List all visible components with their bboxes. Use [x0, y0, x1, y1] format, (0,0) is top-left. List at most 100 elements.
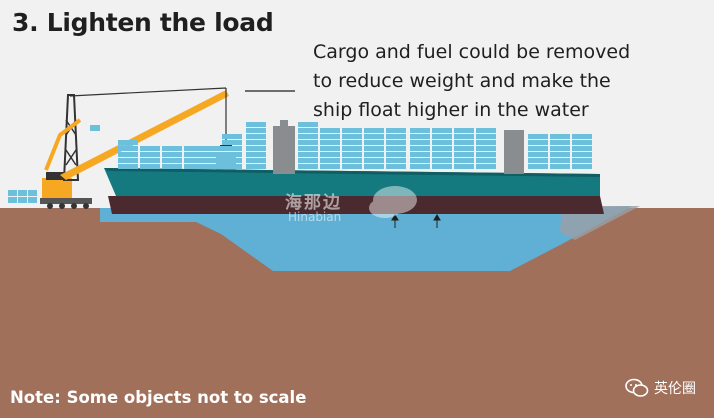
- deck-container: [572, 164, 592, 169]
- deck-container: [118, 164, 138, 169]
- deck-container: [342, 140, 362, 145]
- deck-container: [184, 152, 204, 157]
- deck-container: [386, 164, 406, 169]
- deck-container: [476, 134, 496, 139]
- deck-container: [528, 146, 548, 151]
- deck-container: [364, 146, 384, 151]
- deck-container: [432, 146, 452, 151]
- deck-container: [410, 128, 430, 133]
- deck-container: [386, 146, 406, 151]
- deck-container: [386, 152, 406, 157]
- deck-container: [528, 158, 548, 163]
- deck-container: [222, 164, 242, 169]
- callout-line-2: to reduce weight and make the: [313, 70, 611, 92]
- deck-container: [572, 134, 592, 139]
- deck-container: [454, 158, 474, 163]
- deck-container: [528, 140, 548, 145]
- deck-container: [246, 164, 266, 169]
- deck-container: [140, 146, 160, 151]
- deck-container: [364, 140, 384, 145]
- deck-container: [320, 134, 340, 139]
- deck-container: [342, 128, 362, 133]
- deck-container: [298, 158, 318, 163]
- callout-line-1: Cargo and fuel could be removed: [313, 41, 631, 63]
- deck-container: [320, 152, 340, 157]
- deck-container: [320, 146, 340, 151]
- deck-container: [246, 152, 266, 157]
- deck-container: [162, 164, 182, 169]
- deck-container: [246, 128, 266, 133]
- brand-name: 英伦圈: [654, 381, 696, 397]
- deck-container: [162, 146, 182, 151]
- deck-container: [572, 146, 592, 151]
- deck-container: [454, 164, 474, 169]
- deck-container: [246, 146, 266, 151]
- deck-container: [572, 158, 592, 163]
- deck-container: [140, 152, 160, 157]
- deck-container: [364, 152, 384, 157]
- deck-container: [222, 140, 242, 145]
- scale-note: Note: Some objects not to scale: [10, 388, 307, 407]
- deck-container: [386, 158, 406, 163]
- deck-container: [118, 158, 138, 163]
- deck-container: [410, 146, 430, 151]
- deck-container: [298, 164, 318, 169]
- deck-container: [572, 152, 592, 157]
- deck-container: [298, 128, 318, 133]
- deck-container: [222, 152, 242, 157]
- deck-container: [550, 164, 570, 169]
- deck-container: [528, 164, 548, 169]
- deck-container: [162, 158, 182, 163]
- deck-container: [298, 140, 318, 145]
- page-title: 3. Lighten the load: [12, 8, 274, 37]
- bank-container-stack: [8, 190, 37, 203]
- deck-container: [410, 158, 430, 163]
- deck-container: [246, 140, 266, 145]
- deck-container: [202, 164, 222, 169]
- deck-container: [476, 164, 496, 169]
- deck-container: [298, 146, 318, 151]
- deck-container: [184, 146, 204, 151]
- crane-boom: [60, 90, 229, 180]
- float-arrows: [391, 214, 441, 228]
- watermark-chinese: 海那边: [285, 193, 342, 213]
- deck-container: [454, 140, 474, 145]
- deck-container: [184, 158, 204, 163]
- deck-container: [364, 158, 384, 163]
- deck-container: [140, 164, 160, 169]
- deck-container: [432, 128, 452, 133]
- deck-container: [454, 146, 474, 151]
- deck-container: [550, 158, 570, 163]
- deck-container: [222, 146, 242, 151]
- watermark-latin: Hinabian: [288, 210, 342, 224]
- canal-channel: [100, 206, 632, 271]
- deck-container: [454, 128, 474, 133]
- deck-container: [528, 134, 548, 139]
- brand-badge: 英伦圈: [625, 378, 696, 398]
- deck-container: [140, 158, 160, 163]
- deck-container: [162, 152, 182, 157]
- deck-container: [298, 134, 318, 139]
- deck-container: [432, 158, 452, 163]
- deck-container: [202, 146, 222, 151]
- deck-container: [320, 158, 340, 163]
- callout-line-3: ship float higher in the water: [313, 99, 589, 121]
- callout-text: Cargo and fuel could be removed to reduc…: [313, 38, 708, 125]
- deck-container: [386, 140, 406, 145]
- deck-container: [298, 122, 318, 127]
- deck-container: [572, 140, 592, 145]
- deck-container: [118, 146, 138, 151]
- wechat-icon: [625, 378, 649, 397]
- deck-container: [410, 140, 430, 145]
- deck-container: [364, 128, 384, 133]
- deck-container: [550, 152, 570, 157]
- deck-container: [118, 152, 138, 157]
- deck-container: [202, 158, 222, 163]
- deck-container: [432, 134, 452, 139]
- deck-container: [202, 152, 222, 157]
- deck-container: [222, 134, 242, 139]
- deck-container: [320, 164, 340, 169]
- deck-container: [342, 158, 362, 163]
- canal-bank-shadow: [560, 206, 640, 240]
